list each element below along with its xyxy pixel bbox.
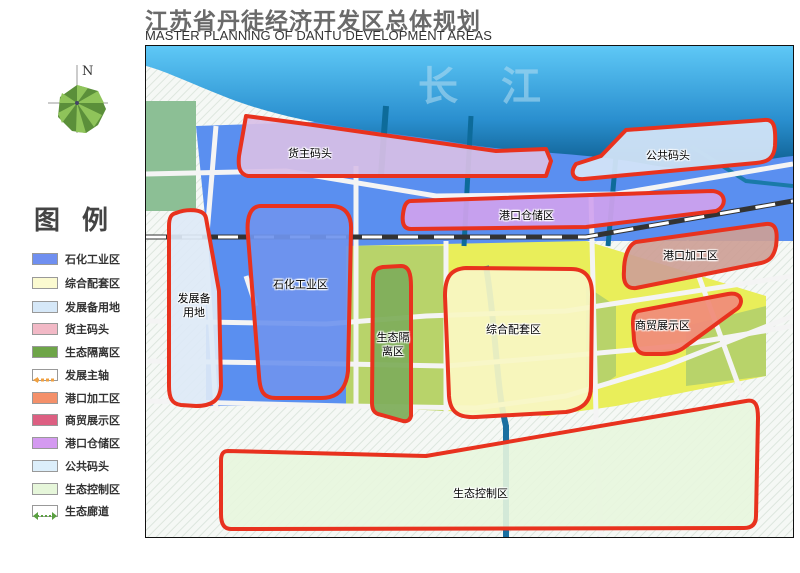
legend-label: 发展备用地 [65,301,120,314]
corridor-arrow-icon [32,505,58,520]
legend-swatch [32,392,58,404]
zone-petrochemical[interactable]: 石化工业区 [273,278,328,291]
zone-port-storage[interactable]: 港口仓储区 [499,209,554,222]
zone-reserve-land[interactable]: 发展备 用地 [174,292,214,320]
legend-swatch [32,460,58,472]
legend-swatch [32,483,58,495]
legend-item-cargo-wharf: 货主码头 [32,322,142,336]
legend-item-development-axis: 发展主轴 [32,368,142,383]
zone-label-line: 离区 [382,345,404,358]
legend-item-eco-isolation: 生态隔离区 [32,345,142,359]
legend-label: 生态控制区 [65,483,120,496]
legend-swatch [32,277,58,289]
zone-label-line: 用地 [183,306,205,319]
zone-port-processing[interactable]: 港口加工区 [663,249,718,262]
legend-swatch [32,301,58,313]
legend-label: 货主码头 [65,323,109,336]
legend-title: 图例 [34,206,131,236]
legend-item-eco-corridor: 生态廊道 [32,504,142,520]
legend-swatch [32,323,58,335]
zone-label-line: 发展备 [177,292,211,305]
legend-label: 发展主轴 [65,369,109,382]
legend-swatch [32,437,58,449]
legend-label: 生态廊道 [65,505,109,518]
legend-label: 公共码头 [65,460,109,473]
map-graphics [146,46,793,537]
legend-label: 港口仓储区 [65,437,120,450]
legend-swatch [32,346,58,358]
legend-label: 生态隔离区 [65,346,120,359]
zone-eco-control[interactable]: 生态控制区 [453,487,508,500]
river-label-jiang: 江 [501,63,541,110]
zone-support[interactable]: 综合配套区 [486,323,541,336]
legend-item-trade-exhibition: 商贸展示区 [32,413,142,427]
legend-item-public-wharf: 公共码头 [32,459,142,473]
legend-item-reserve-land: 发展备用地 [32,300,142,314]
legend-swatch [32,253,58,265]
zone-label-line: 生态隔 [376,331,410,344]
zone-eco-isolation[interactable]: 生态隔 离区 [372,331,414,359]
legend-item-eco-control: 生态控制区 [32,482,142,496]
map-title-chinese: 江苏省丹徒经济开发区总体规划 [145,8,481,35]
legend-label: 综合配套区 [65,277,120,290]
zone-public-wharf[interactable]: 公共码头 [646,149,690,162]
legend-label: 港口加工区 [65,392,120,405]
legend-item-port-storage: 港口仓储区 [32,436,142,450]
zone-trade-exhibition[interactable]: 商贸展示区 [635,319,690,332]
planning-map: 长 江 货主码头 公共码头 港口仓储区 港口加工区 发展备 用地 石化工业区 生… [145,45,794,538]
legend-item-port-processing: 港口加工区 [32,391,142,405]
river-label-chang: 长 [418,63,458,110]
north-arrow-compass-icon: N [38,55,118,135]
zone-cargo-wharf[interactable]: 货主码头 [288,147,332,160]
legend-label: 石化工业区 [65,253,120,266]
compass-north-label: N [82,64,93,79]
legend-label: 商贸展示区 [65,414,120,427]
legend-item-support: 综合配套区 [32,276,142,290]
map-title-english: MASTER PLANNING OF DANTU DEVELOPMENT ARE… [145,28,493,43]
axis-arrow-icon [32,369,58,383]
legend-swatch [32,414,58,426]
legend-item-petrochemical: 石化工业区 [32,252,142,266]
